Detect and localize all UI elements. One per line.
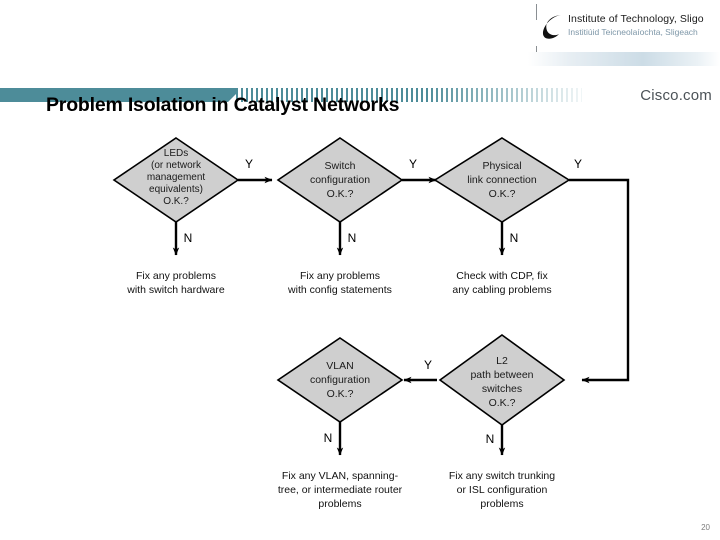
decision-physicallink-line-3: O.K.? — [489, 188, 516, 200]
action-node-fix-vlan-stp-router: Fix any VLAN, spanning- tree, or interme… — [278, 470, 403, 510]
edge-label-y-3: Y — [574, 157, 582, 171]
action-fix-vlan-line-1: Fix any VLAN, spanning- — [282, 470, 399, 482]
logo-text-block: Institute of Technology, Sligo Institiúi… — [568, 13, 718, 38]
decision-physicallink-line-2: link connection — [467, 174, 537, 186]
title-band: Cisco.com Problem Isolation in Catalyst … — [0, 87, 720, 124]
band-teal-bar — [0, 88, 228, 102]
decision-leds-line-3: management — [147, 172, 206, 183]
decision-vlan-line-1: VLAN — [326, 360, 353, 372]
edge-label-n-5: N — [486, 432, 495, 446]
flowchart-canvas: Y Y Y Y LEDs (or network management equi… — [112, 137, 630, 510]
edge-label-n-3: N — [510, 231, 519, 245]
swoosh-icon — [542, 15, 561, 39]
action-node-check-cdp-cabling: Check with CDP, fix any cabling problems — [452, 270, 551, 296]
decision-l2-line-4: O.K.? — [489, 397, 516, 409]
action-fix-config-statements-line-2: with config statements — [287, 284, 392, 296]
decision-node-physical-link-connection[interactable]: Physical link connection O.K.? — [433, 137, 571, 223]
action-fix-trunking-line-2: or ISL configuration — [457, 484, 548, 496]
decision-vlan-line-2: configuration — [310, 374, 370, 386]
edge-vlanconfig-to-fixvlan: N — [324, 422, 344, 456]
slide-header: Institute of Technology, Sligo Institiúi… — [0, 0, 720, 82]
decision-leds-line-5: O.K.? — [163, 196, 189, 207]
action-fix-vlan-line-2: tree, or intermediate router — [278, 484, 403, 496]
page-title: Problem Isolation in Catalyst Networks — [46, 94, 400, 116]
page-number: 20 — [701, 523, 710, 532]
decision-node-vlan-configuration[interactable]: VLAN configuration O.K.? — [276, 337, 404, 423]
action-fix-switch-hardware-line-2: with switch hardware — [126, 284, 225, 296]
decision-physicallink-line-1: Physical — [482, 160, 521, 172]
decision-leds-line-1: LEDs — [164, 148, 188, 159]
action-check-cdp-line-2: any cabling problems — [452, 284, 551, 296]
logo-tick-bottom — [536, 46, 537, 56]
edge-label-n-1: N — [184, 231, 193, 245]
decision-l2-line-2: path between — [470, 369, 533, 381]
edge-l2path-to-fixtrunking: N — [486, 425, 506, 456]
action-fix-config-statements-line-1: Fix any problems — [300, 270, 380, 282]
action-fix-vlan-line-3: problems — [318, 498, 361, 510]
action-fix-trunking-line-3: problems — [480, 498, 523, 510]
decision-node-leds[interactable]: LEDs (or network management equivalents)… — [112, 137, 240, 223]
decision-l2-line-1: L2 — [496, 355, 508, 367]
logo-name-irish: Institiúid Teicneolaíochta, Sligeach — [568, 27, 698, 37]
edge-leds-to-switchconfig: Y — [238, 157, 273, 184]
edge-switchconfig-to-physicallink: Y — [402, 157, 437, 184]
action-node-fix-switch-hardware: Fix any problems with switch hardware — [126, 270, 225, 296]
action-check-cdp-line-1: Check with CDP, fix — [456, 270, 548, 282]
edge-label-y-2: Y — [409, 157, 417, 171]
action-fix-trunking-line-1: Fix any switch trunking — [449, 470, 555, 482]
flowchart: Y Y Y Y LEDs (or network management equi… — [0, 130, 720, 520]
edge-leds-to-fixswitchhardware: N — [172, 222, 193, 256]
decision-vlan-line-3: O.K.? — [327, 388, 354, 400]
action-node-fix-trunking-isl: Fix any switch trunking or ISL configura… — [449, 470, 555, 510]
institute-logo: Institute of Technology, Sligo Institiúi… — [528, 2, 720, 66]
band-stripe-fade — [236, 88, 582, 102]
edge-physicallink-to-l2path: Y — [569, 157, 630, 384]
edge-label-n-4: N — [324, 431, 333, 445]
decision-leds-line-4: equivalents) — [149, 184, 203, 195]
cisco-brand-wordmark: Cisco.com — [640, 87, 712, 104]
decision-node-switch-configuration[interactable]: Switch configuration O.K.? — [276, 137, 404, 223]
decision-l2-line-3: switches — [482, 383, 522, 395]
edge-label-y-4: Y — [424, 358, 432, 372]
edge-label-y-1: Y — [245, 157, 253, 171]
decision-switchconfig-line-2: configuration — [310, 174, 370, 186]
decision-leds-line-2: (or network — [151, 160, 202, 171]
edge-switchconfig-to-fixconfigstatements: N — [336, 222, 357, 256]
edge-label-n-2: N — [348, 231, 357, 245]
logo-underline-fade — [528, 52, 720, 66]
logo-tick-top — [536, 4, 537, 20]
decision-node-l2-path[interactable]: L2 path between switches O.K.? — [438, 334, 566, 426]
edge-l2path-to-vlanconfig: Y — [403, 358, 437, 384]
decision-switchconfig-line-1: Switch — [325, 160, 356, 172]
logo-name-english: Institute of Technology, Sligo — [568, 13, 704, 25]
decision-switchconfig-line-3: O.K.? — [327, 188, 354, 200]
action-fix-switch-hardware-line-1: Fix any problems — [136, 270, 216, 282]
action-node-fix-config-statements: Fix any problems with config statements — [287, 270, 392, 296]
edge-physicallink-to-checkcdp: N — [498, 222, 519, 256]
